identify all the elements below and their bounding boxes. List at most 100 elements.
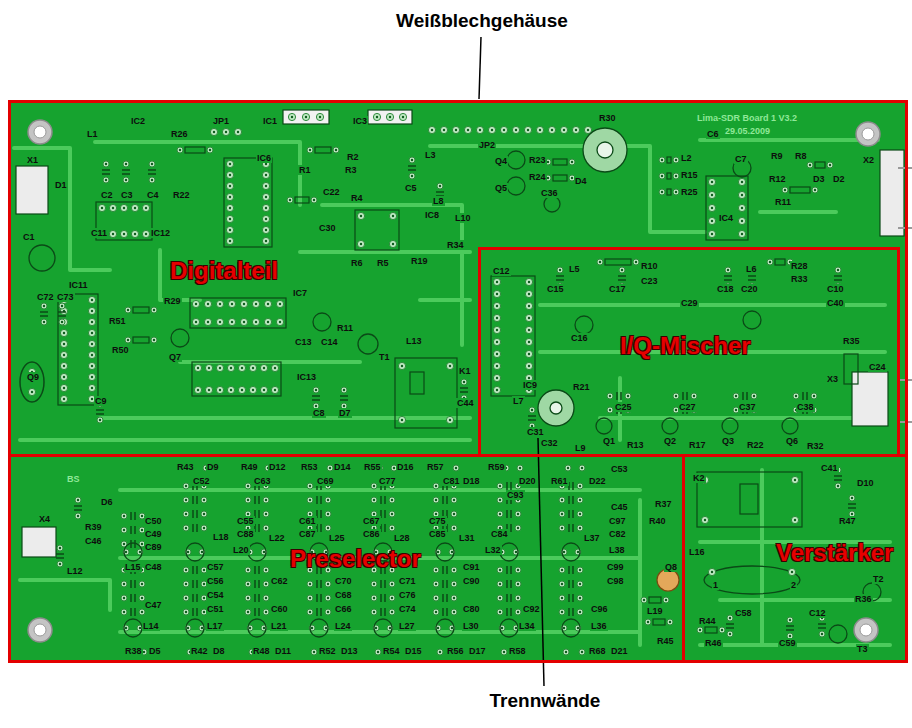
drill-hole [267,321,269,323]
solder-pad [271,364,278,371]
solder-pad [307,483,313,489]
capacitor-symbol [572,524,574,532]
solder-pad [389,511,395,517]
drill-hole [265,583,267,585]
drill-hole [265,527,267,529]
mounting-hole [856,122,880,146]
drill-hole [809,164,811,166]
drill-hole [517,527,519,529]
solder-pad [811,393,817,399]
drill-hole [496,353,498,355]
copper-trace [600,416,880,420]
solder-pad [433,581,439,587]
drill-hole [229,185,231,187]
drill-hole [741,220,743,222]
copper-trace [300,250,470,254]
solder-pad [263,511,269,517]
solder-pad [667,619,673,625]
solder-pad [625,393,631,399]
drill-hole [247,583,249,585]
component-designator: C3 [120,190,134,200]
solder-pad [577,511,583,517]
solder-pad [287,197,293,203]
solder-pad [226,160,233,167]
drill-hole [125,179,127,181]
capacitor-symbol [134,512,136,520]
solder-pad [493,362,500,369]
capacitor-symbol [58,315,66,317]
drill-hole [821,633,823,635]
solder-pad [183,609,189,615]
header-block [283,110,329,124]
solder-pad [245,595,251,601]
drill-hole [401,419,403,421]
drill-hole [265,163,267,165]
drill-hole [112,207,114,209]
transformer-outline [355,210,399,250]
drill-hole [528,341,530,343]
component-designator: R43 [176,462,195,472]
solder-pad [59,303,65,309]
connector-stub [898,167,912,169]
drill-hole [185,583,187,585]
capacitor-symbol [572,482,574,490]
solder-pad [325,581,331,587]
drill-hole [327,513,329,515]
component-designator: L7 [512,396,525,406]
drill-hole [265,185,267,187]
component-designator: R48 [252,646,271,656]
drill-hole [265,229,267,231]
solder-pad [727,615,733,621]
capacitor-symbol [320,608,322,616]
component-designator: C52 [192,476,211,486]
capacitor-symbol [258,608,260,616]
drill-hole [77,515,79,517]
solder-pad [262,182,269,189]
solder-pad [525,302,532,309]
capacitor-symbol [312,395,320,397]
drill-hole [453,527,455,529]
component-designator: C44 [456,398,475,408]
drill-hole [789,635,791,637]
capacitor-symbol [340,395,348,397]
solder-pad [97,417,103,423]
drill-hole [449,419,451,421]
component-designator: C2 [100,190,114,200]
capacitor-symbol [748,279,756,281]
solder-pad [497,483,503,489]
component-designator: C29 [680,298,699,308]
drill-hole [515,627,517,629]
solder-pad [791,476,798,483]
drill-hole [373,611,375,613]
drill-hole [279,321,281,323]
solder-pad [557,267,563,273]
drill-hole [643,599,645,601]
solder-pad [493,326,500,333]
solder-pad [263,497,269,503]
solder-pad [708,178,715,185]
component-designator: IC2 [130,116,146,126]
drill-hole [499,485,501,487]
solder-pad [204,300,211,307]
component-designator: C45 [610,502,629,512]
drill-hole [517,513,519,515]
drill-hole [699,629,701,631]
transistor-outline [782,418,798,434]
solder-pad [264,318,271,325]
drill-hole [528,329,530,331]
drill-hole [123,515,125,517]
drill-hole [567,467,569,469]
component-designator: D4 [574,176,588,186]
capacitor-symbol [320,524,322,532]
copper-trace [430,146,705,232]
solder-pad [525,362,532,369]
crystal-outline [20,362,44,402]
capacitor-symbol [134,580,136,588]
solder-pad [563,649,569,655]
electrolytic-capacitor [544,196,560,212]
component-designator: JP2 [478,140,496,150]
drill-hole [453,569,455,571]
component-designator: R11 [774,197,792,207]
drill-hole [559,269,561,271]
solder-pad [559,581,565,587]
